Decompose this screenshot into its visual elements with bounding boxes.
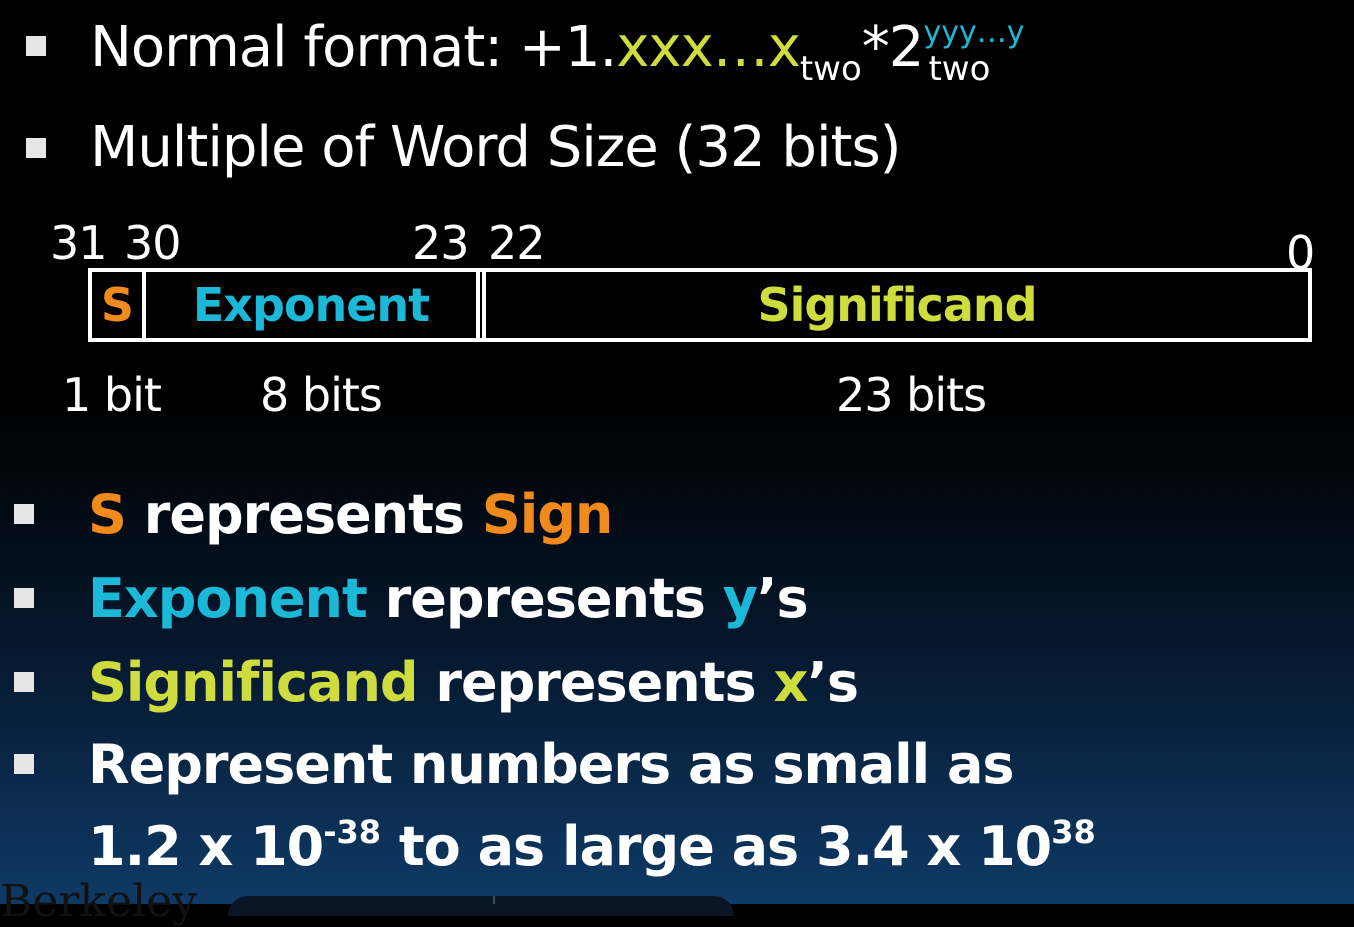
exponent-tail: ’s (756, 567, 809, 630)
exponent-mid: represents (366, 567, 723, 630)
significand-tail: ’s (807, 651, 859, 714)
sign-width-label: 1 bit (62, 368, 162, 422)
bullet-marker (26, 36, 46, 56)
slide: Normal format: +1.xxx…xtwo*2yyy…ytwo Mul… (0, 17, 1312, 924)
range-line-2: 1.2 x 10-38 to as large as 3.4 x 1038 (88, 816, 1096, 874)
range-small-exp: -38 (323, 813, 382, 851)
bullet-marker (14, 754, 34, 774)
significand-word: Significand (88, 651, 419, 714)
normal-format-line: Normal format: +1.xxx…xtwo*2yyy…ytwo (90, 18, 1024, 87)
sign-field-label: S (100, 278, 134, 332)
exponent-bullet-line: Exponent represents y’s (88, 572, 809, 626)
significand-width-label: 23 bits (836, 368, 987, 422)
footer-partial-text: Berkeley (0, 876, 198, 927)
bullet-marker (14, 504, 34, 524)
bit-number-30: 30 (124, 216, 182, 270)
bit-number-31: 31 (50, 216, 108, 270)
exponent-field-label: Exponent (192, 278, 430, 332)
bullet-marker (26, 138, 46, 158)
significand-field-label: Significand (757, 278, 1037, 332)
bit-number-22: 22 (488, 216, 546, 270)
range-line-1: Represent numbers as small as (88, 733, 1015, 796)
sign-s: S (88, 483, 127, 546)
bit-number-23: 23 (412, 216, 470, 270)
footer-bar-separator (493, 896, 495, 904)
bullet-marker (14, 588, 34, 608)
exponent-significand-divider (476, 272, 480, 338)
significand-bullet-line: Significand represents x’s (88, 656, 859, 710)
exponent-width-label: 8 bits (260, 368, 383, 422)
word-size-line: Multiple of Word Size (32 bits) (90, 115, 902, 180)
significand-x: x (773, 651, 809, 714)
significand-mid: represents (417, 651, 774, 714)
normal-format-prefix: Normal format: +1. (90, 15, 617, 80)
normal-format-x-sub: two (799, 49, 862, 89)
bullet-marker (14, 672, 34, 692)
float-format-box: S Exponent Significand (88, 268, 1312, 342)
normal-format-y-sup: yyy…y (923, 15, 1025, 50)
range-large-exp: 38 (1051, 813, 1096, 851)
footer-bar (228, 896, 734, 916)
normal-format-x-digits: xxx…x (616, 15, 801, 80)
normal-format-times-two: *2 (861, 15, 925, 80)
sign-exponent-divider (142, 272, 146, 338)
range-mid: to as large as 3.4 x 10 (381, 815, 1052, 878)
range-small-base: 1.2 x 10 (88, 815, 324, 878)
sign-bullet-line: S represents Sign (88, 488, 613, 542)
exponent-y: y (722, 567, 758, 630)
normal-format-y-sub: two (928, 49, 991, 89)
exponent-word: Exponent (88, 567, 368, 630)
sign-word: Sign (481, 483, 613, 546)
sign-mid: represents (125, 483, 482, 546)
exponent-significand-divider-2 (482, 272, 486, 338)
